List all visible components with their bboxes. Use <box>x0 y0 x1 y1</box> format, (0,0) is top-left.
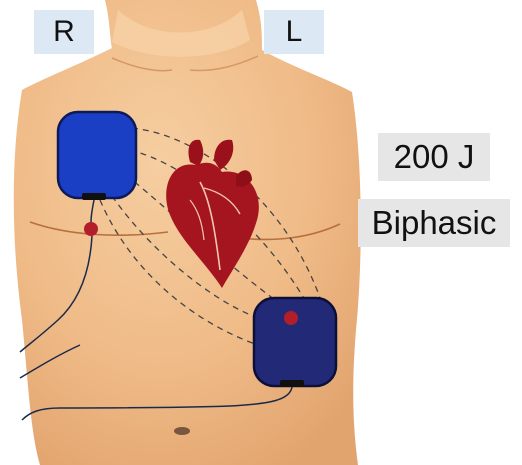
upper-electrode-dot <box>84 222 98 236</box>
mode-label: Biphasic <box>358 199 510 247</box>
right-side-label: R <box>34 10 94 54</box>
lower-electrode-pad-icon <box>254 298 336 387</box>
lower-electrode-dot <box>284 311 298 325</box>
navel <box>174 427 190 435</box>
left-side-label: L <box>264 10 324 54</box>
energy-label: 200 J <box>378 133 490 181</box>
upper-electrode-pad-icon <box>58 112 136 200</box>
